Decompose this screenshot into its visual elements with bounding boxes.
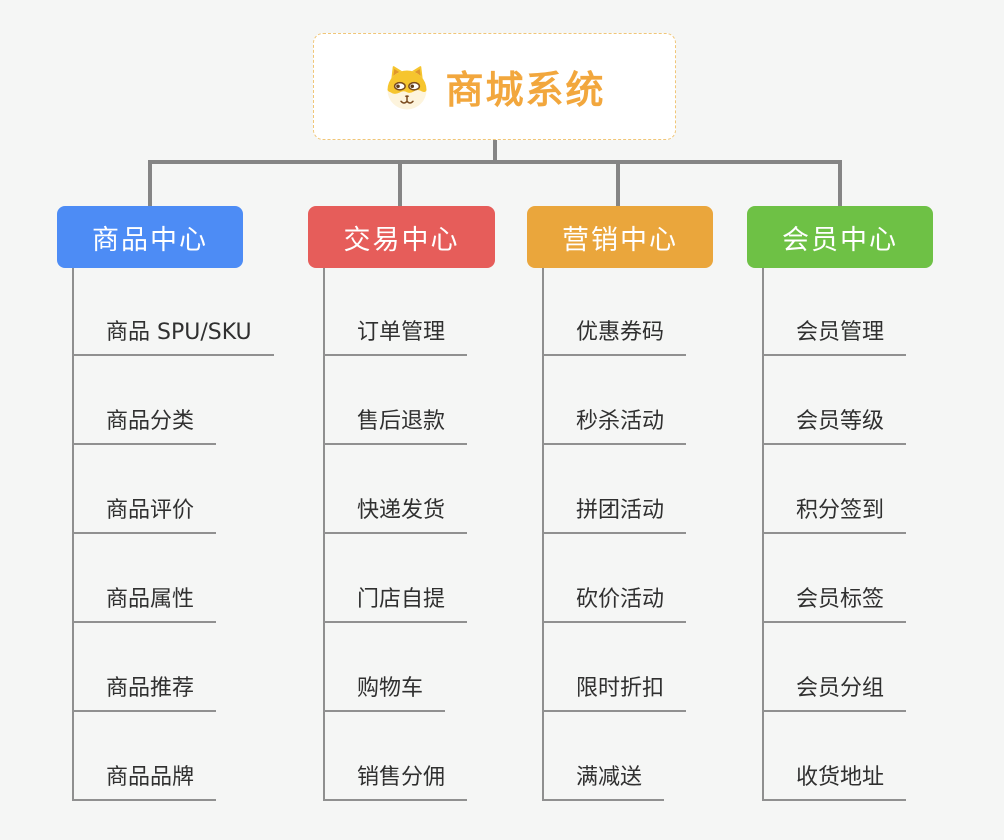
leaf-node: 购物车 xyxy=(323,674,446,712)
leaf-spine-member xyxy=(762,268,764,801)
branch-node-member-center: 会员中心 xyxy=(747,206,933,268)
leaf-node: 商品品牌 xyxy=(72,763,217,801)
branch-label: 会员中心 xyxy=(782,224,898,256)
leaf-node: 收货地址 xyxy=(762,763,907,801)
leaf-node: 满减送 xyxy=(542,763,665,801)
branch-node-product-center: 商品中心 xyxy=(57,206,243,268)
leaf-node: 会员标签 xyxy=(762,585,907,623)
connector-bus xyxy=(148,160,842,164)
root-node: 商城系统 xyxy=(313,33,676,140)
leaf-node: 销售分佣 xyxy=(323,763,468,801)
leaf-node: 快递发货 xyxy=(323,496,468,534)
root-title: 商城系统 xyxy=(445,68,606,112)
leaf-node: 商品评价 xyxy=(72,496,217,534)
connector-drop-trade xyxy=(398,162,402,207)
leaf-spine-product xyxy=(72,268,74,801)
leaf-node: 限时折扣 xyxy=(542,674,687,712)
leaf-node: 商品推荐 xyxy=(72,674,217,712)
leaf-node: 会员分组 xyxy=(762,674,907,712)
connector-root-stem xyxy=(493,140,497,162)
leaf-node: 优惠券码 xyxy=(542,318,687,356)
dog-face-icon xyxy=(387,65,427,109)
branch-label: 营销中心 xyxy=(562,224,678,256)
leaf-node: 会员管理 xyxy=(762,318,907,356)
leaf-node: 拼团活动 xyxy=(542,496,687,534)
branch-label: 商品中心 xyxy=(92,224,208,256)
leaf-node: 商品属性 xyxy=(72,585,217,623)
leaf-node: 砍价活动 xyxy=(542,585,687,623)
leaf-node: 积分签到 xyxy=(762,496,907,534)
branch-node-marketing-center: 营销中心 xyxy=(527,206,713,268)
connector-drop-member xyxy=(838,162,842,207)
leaf-node: 售后退款 xyxy=(323,407,468,445)
leaf-node: 会员等级 xyxy=(762,407,907,445)
leaf-spine-marketing xyxy=(542,268,544,801)
branch-label: 交易中心 xyxy=(343,224,460,256)
connector-drop-product xyxy=(148,162,152,207)
leaf-spine-trade xyxy=(323,268,325,801)
leaf-node: 商品分类 xyxy=(72,407,217,445)
leaf-node: 秒杀活动 xyxy=(542,407,687,445)
connector-drop-marketing xyxy=(616,162,620,207)
branch-node-trade-center: 交易中心 xyxy=(308,206,495,268)
leaf-node: 商品 SPU/SKU xyxy=(72,318,274,356)
leaf-node: 订单管理 xyxy=(323,318,468,356)
leaf-node: 门店自提 xyxy=(323,585,468,623)
